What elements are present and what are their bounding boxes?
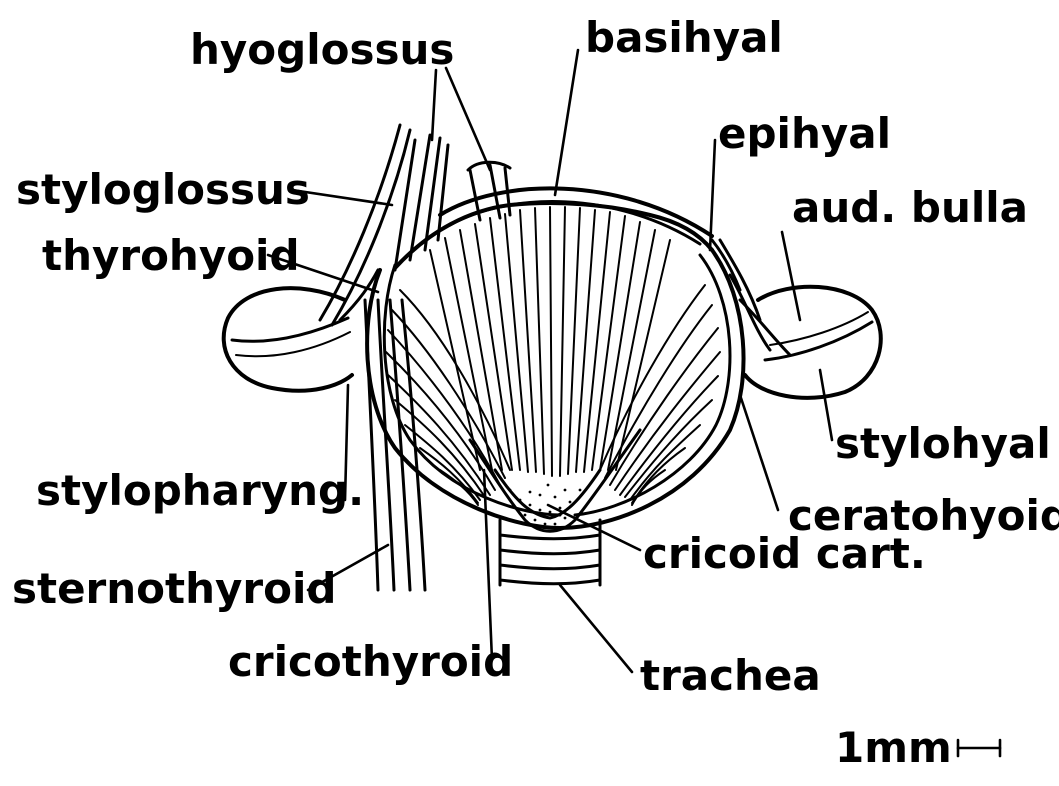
cricothyroid-muscle-fibres (386, 285, 720, 505)
epihyal-ceratohyoid (712, 240, 790, 355)
label-aud-bulla: aud. bulla (792, 183, 1028, 232)
label-thyrohyoid: thyrohyoid (42, 231, 300, 280)
central-muscle-fibres (430, 207, 670, 476)
left-auditory-bulla (224, 288, 352, 391)
label-sternothyroid: sternothyroid (12, 564, 336, 613)
label-basihyal: basihyal (585, 13, 783, 62)
label-cricothyroid: cricothyroid (228, 637, 513, 686)
label-styloglossus: styloglossus (16, 165, 310, 214)
label-stylopharyng: stylopharyng. (36, 466, 364, 515)
label-trachea: trachea (640, 651, 821, 700)
hyoglossus-muscle (395, 135, 510, 270)
scale-bar-label: 1mm (835, 723, 952, 772)
label-hyoglossus: hyoglossus (190, 25, 454, 74)
styloglossus-band (320, 125, 410, 325)
scale-bar: 1mm (835, 723, 1000, 772)
thyroid-cartilage (367, 203, 743, 528)
label-cricoid-cart: cricoid cart. (643, 529, 926, 578)
label-stylohyal: stylohyal (835, 419, 1051, 468)
label-epihyal: epihyal (718, 109, 891, 158)
